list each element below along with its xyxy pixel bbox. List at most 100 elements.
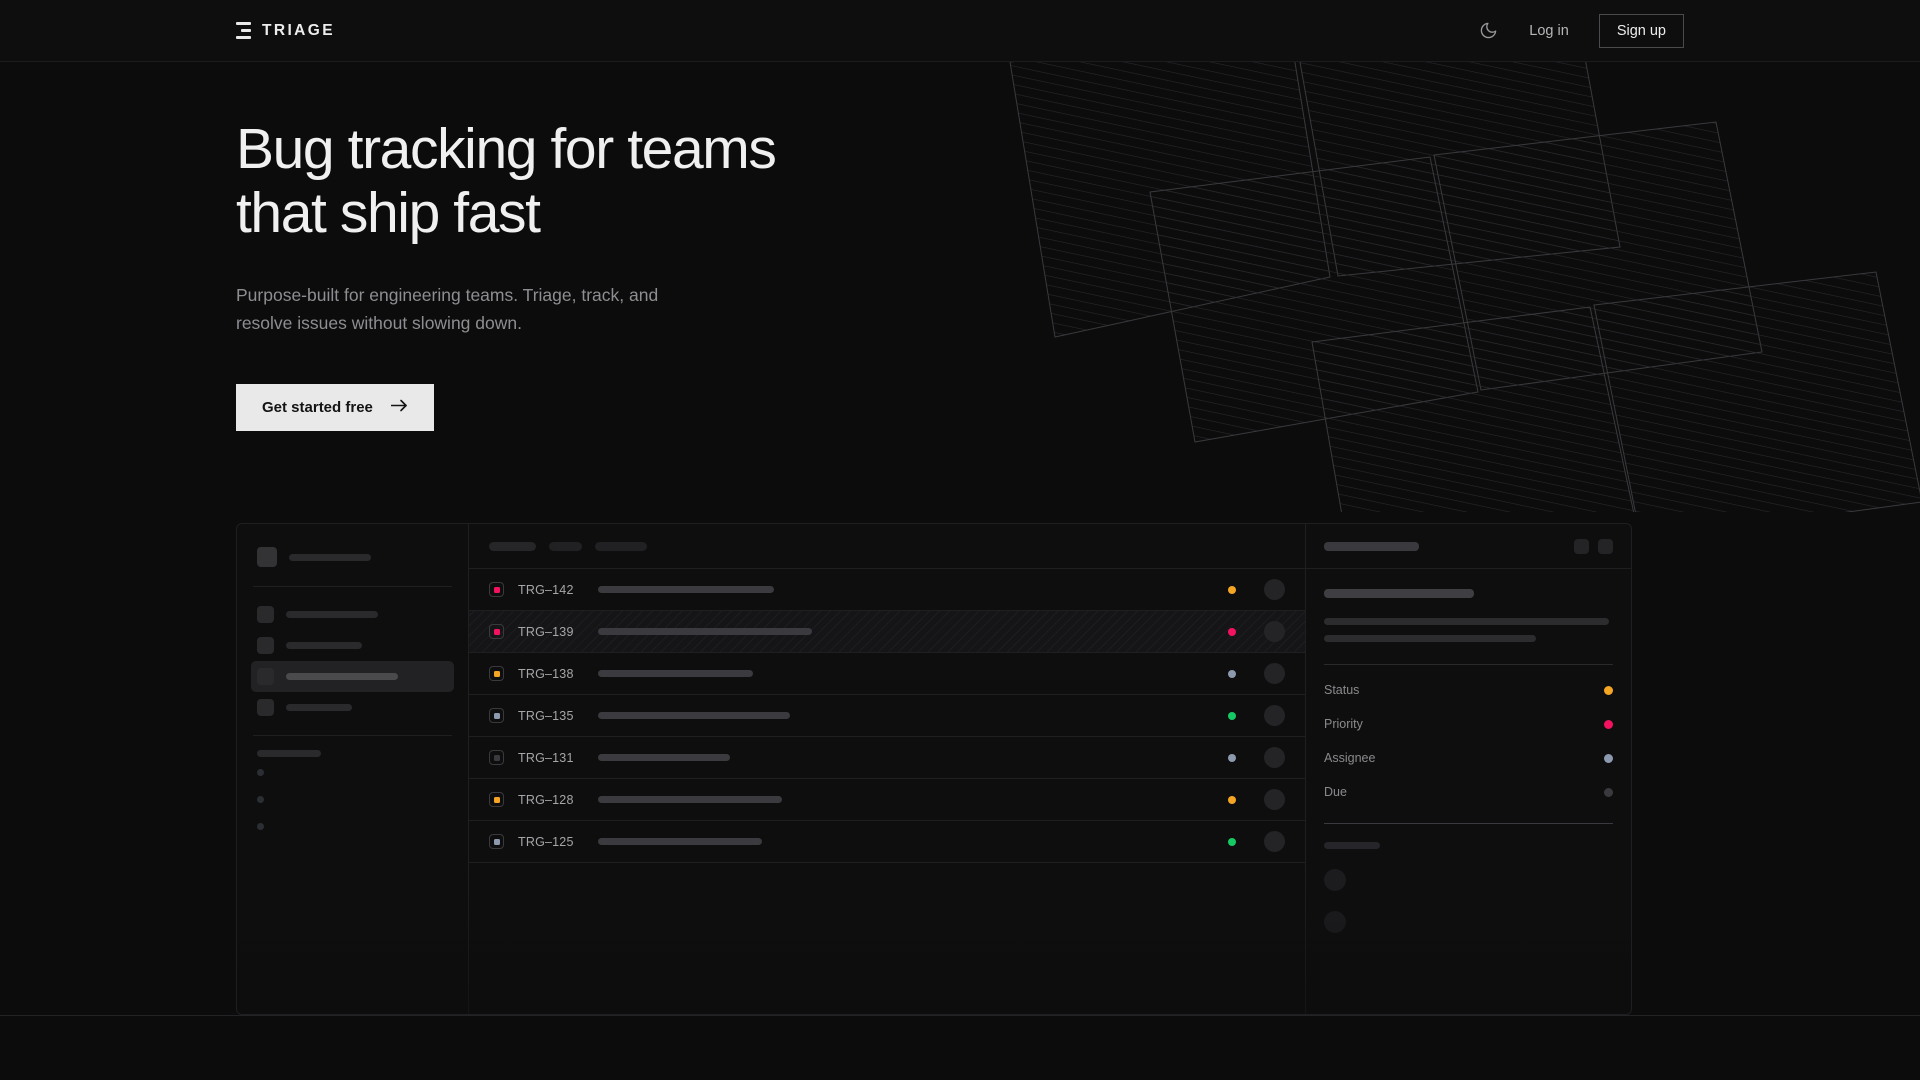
status-dot (1228, 837, 1236, 846)
triage-stack-icon (236, 22, 251, 39)
detail-field-assignee[interactable]: Assignee (1324, 741, 1613, 775)
brand-name: TRIAGE (262, 21, 335, 39)
avatar (1264, 579, 1285, 600)
sidebar-icon-1 (257, 606, 274, 623)
comments-label-skeleton (1324, 842, 1380, 849)
priority-icon (489, 750, 504, 765)
issue-id: TRG–135 (518, 708, 574, 723)
issue-list-toolbar (469, 524, 1305, 569)
mockup-sidebar (237, 524, 469, 1014)
priority-icon (489, 834, 504, 849)
project-dot-icon (257, 769, 264, 776)
sidebar-divider (253, 586, 452, 587)
status-dot (1228, 585, 1236, 594)
sidebar-icon-4 (257, 699, 274, 716)
detail-field-label: Priority (1324, 717, 1363, 731)
issue-id: TRG–131 (518, 750, 574, 765)
arrow-right-icon (390, 399, 408, 416)
sidebar-item-3-active[interactable] (251, 661, 454, 692)
sidebar-label-skeleton (286, 704, 352, 711)
detail-field-status[interactable]: Status (1324, 673, 1613, 707)
detail-issue-title-skeleton (1324, 589, 1474, 598)
sidebar-item-4[interactable] (251, 692, 454, 723)
issue-row[interactable]: TRG–142 (469, 569, 1305, 611)
sidebar-sub-item-3[interactable] (251, 813, 454, 840)
issue-id: TRG–128 (518, 792, 574, 807)
top-navigation-bar: TRIAGE Log in Sign up (0, 0, 1920, 62)
filter-pill-3[interactable] (595, 541, 647, 551)
issue-row[interactable]: TRG–125 (469, 821, 1305, 863)
detail-field-due[interactable]: Due (1324, 775, 1613, 809)
hero-copy: Bug tracking for teams that ship fast Pu… (236, 117, 777, 431)
detail-field-priority[interactable]: Priority (1324, 707, 1613, 741)
moon-icon[interactable] (1477, 20, 1499, 42)
sidebar-label-skeleton (286, 642, 362, 649)
signup-button[interactable]: Sign up (1598, 13, 1684, 48)
priority-icon (489, 582, 504, 597)
avatar (1264, 663, 1285, 684)
issue-title-skeleton (598, 796, 782, 803)
issue-row[interactable]: TRG–135 (469, 695, 1305, 737)
detail-field-label: Assignee (1324, 751, 1376, 765)
page-title: Bug tracking for teams that ship fast (236, 117, 777, 246)
issue-row[interactable]: TRG–131 (469, 737, 1305, 779)
issue-row[interactable]: TRG–139 (469, 611, 1305, 653)
issue-id: TRG–139 (518, 624, 574, 639)
status-dot (1228, 669, 1236, 678)
detail-field-label: Due (1324, 785, 1347, 799)
detail-field-label: Status (1324, 683, 1360, 697)
issue-id: TRG–142 (518, 582, 574, 597)
project-dot-icon (257, 796, 264, 803)
sidebar-sub-item-1[interactable] (251, 759, 454, 786)
sidebar-divider-2 (253, 735, 452, 736)
workspace-switcher[interactable] (251, 540, 454, 574)
sidebar-sub-item-2[interactable] (251, 786, 454, 813)
issue-title-skeleton (598, 628, 812, 635)
detail-footer-separator (1324, 823, 1613, 824)
status-dot (1228, 753, 1236, 762)
sidebar-label-skeleton (286, 673, 398, 680)
issue-title-skeleton (598, 754, 730, 761)
detail-action-button-2[interactable] (1598, 538, 1613, 554)
sidebar-icon-2 (257, 637, 274, 654)
issue-id: TRG–125 (518, 834, 574, 849)
status-dot (1228, 711, 1236, 720)
sidebar-icon-3 (257, 668, 274, 685)
header-actions: Log in Sign up (1477, 13, 1684, 48)
avatar (1264, 705, 1285, 726)
detail-field-value-dot (1604, 753, 1613, 763)
detail-field-value-dot (1604, 685, 1613, 695)
issue-row[interactable]: TRG–128 (469, 779, 1305, 821)
filter-pill-1[interactable] (489, 541, 536, 551)
status-dot (1228, 795, 1236, 804)
sidebar-label-skeleton (286, 611, 378, 618)
detail-title-skeleton (1324, 541, 1419, 551)
priority-icon (489, 708, 504, 723)
brand-logo[interactable]: TRIAGE (236, 22, 335, 40)
detail-desc-line-2 (1324, 635, 1536, 642)
detail-field-value-dot (1604, 719, 1613, 729)
issue-row[interactable]: TRG–138 (469, 653, 1305, 695)
filter-pill-2[interactable] (549, 541, 582, 551)
login-link[interactable]: Log in (1529, 22, 1569, 39)
detail-header (1306, 524, 1631, 569)
detail-desc-line-1 (1324, 618, 1609, 625)
sidebar-item-1[interactable] (251, 599, 454, 630)
hero-section: Bug tracking for teams that ship fast Pu… (0, 62, 1920, 512)
status-dot (1228, 627, 1236, 636)
detail-field-value-dot (1604, 787, 1613, 797)
issue-title-skeleton (598, 838, 762, 845)
priority-icon (489, 624, 504, 639)
issue-title-skeleton (598, 670, 753, 677)
comment-avatar-2 (1324, 911, 1346, 933)
sidebar-item-2[interactable] (251, 630, 454, 661)
issue-title-skeleton (598, 586, 774, 593)
priority-icon (489, 792, 504, 807)
get-started-button[interactable]: Get started free (236, 383, 434, 431)
detail-action-button-1[interactable] (1574, 538, 1589, 554)
